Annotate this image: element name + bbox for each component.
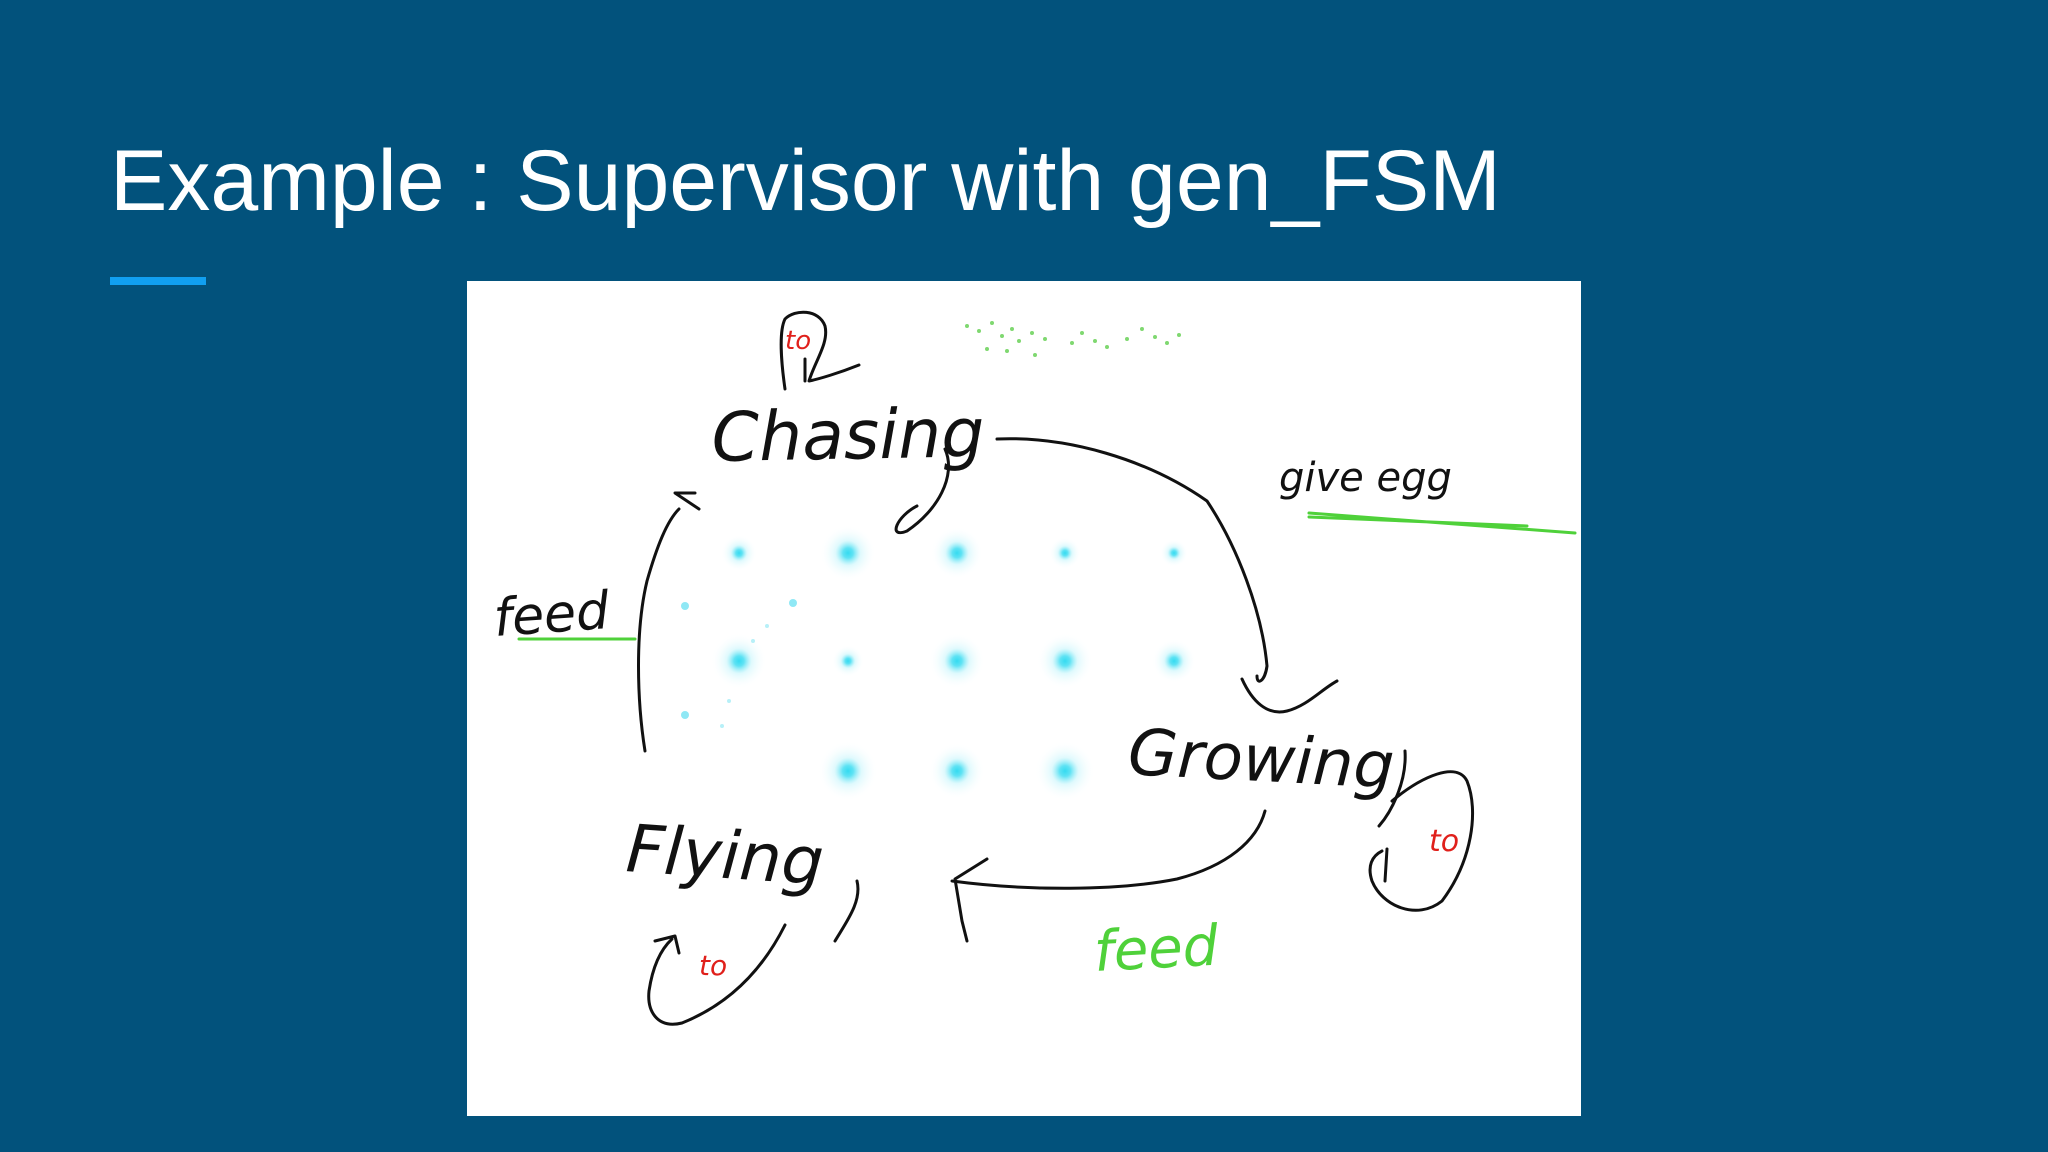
edge-flying-to-chasing: [637, 507, 681, 753]
state-flying-label: Flying: [624, 810, 826, 901]
edge-chasing-to-growing: [995, 437, 1269, 683]
fsm-diagram-svg: Chasing to Growing to Flying to give eg: [492, 310, 1577, 1026]
flying-self-loop: [647, 923, 787, 1026]
grid-dot: [681, 711, 689, 719]
grid-dot: [820, 525, 876, 581]
grid-dot: [721, 535, 757, 571]
fsm-drawing: Chasing to Growing to Flying to give eg: [467, 281, 1581, 1116]
chasing-tail: [894, 447, 951, 535]
grid-dot: [681, 602, 689, 610]
slide-title: Example : Supervisor with gen_FSM: [110, 133, 1501, 229]
growing-self-loop-arrowhead: [1383, 847, 1389, 883]
chasing-self-label: to: [785, 326, 811, 356]
edge-chasing-to-growing-arrowhead: [1240, 677, 1339, 714]
grid-dot: [818, 741, 878, 801]
flying-self-label: to: [699, 949, 727, 982]
grid-dot: [1037, 633, 1093, 689]
grid-dot: [711, 633, 767, 689]
grid-dot: [727, 699, 731, 703]
grid-dot: [751, 639, 755, 643]
dot-grid-decoration: [681, 525, 1196, 801]
state-growing-label: Growing: [1126, 716, 1396, 804]
green-scribble-decoration: [965, 321, 1181, 357]
grid-dot: [720, 724, 724, 728]
growing-self-loop: [1368, 770, 1475, 912]
grid-dot: [931, 527, 983, 579]
edge-growing-to-flying: [950, 809, 1267, 890]
edge-growing-to-flying-arrowhead: [953, 857, 989, 943]
flying-tail: [833, 879, 860, 943]
growing-tail: [1377, 749, 1407, 828]
chasing-self-loop: [779, 310, 861, 391]
grid-dot: [929, 743, 985, 799]
grid-dot: [929, 633, 985, 689]
edge-growing-to-flying-label: feed: [1092, 914, 1220, 985]
title-underline: [110, 277, 206, 285]
grid-dot: [1035, 741, 1095, 801]
grid-dot: [1049, 537, 1081, 569]
grid-dot: [832, 645, 864, 677]
grid-dot: [765, 624, 769, 628]
state-chasing-label: Chasing: [711, 394, 985, 478]
edge-chasing-to-growing-label: give egg: [1279, 455, 1452, 501]
grid-dot: [1160, 539, 1188, 567]
flying-self-loop-arrowhead: [653, 934, 681, 955]
grid-dot: [789, 599, 797, 607]
growing-self-label: to: [1429, 824, 1459, 859]
edge-flying-to-chasing-arrowhead: [673, 491, 701, 511]
grid-dot: [1152, 639, 1196, 683]
edge-chasing-to-growing-underline: [1307, 511, 1577, 535]
